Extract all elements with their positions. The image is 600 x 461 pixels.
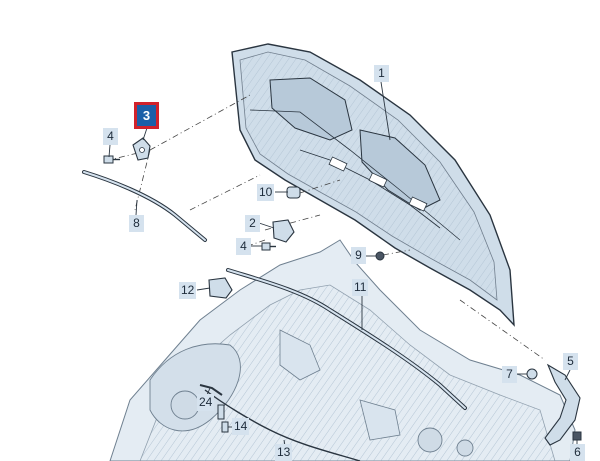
callout-part-13[interactable]: 13 bbox=[275, 444, 293, 461]
callout-part-14[interactable]: 14 bbox=[232, 418, 250, 435]
assembly-lines bbox=[104, 94, 546, 361]
hinge-mount[interactable] bbox=[272, 219, 295, 243]
callout-part-6[interactable]: 6 bbox=[570, 444, 585, 461]
hood-lock[interactable] bbox=[208, 277, 233, 299]
hinge-bracket[interactable] bbox=[132, 137, 151, 161]
callout-part-12[interactable]: 12 bbox=[179, 282, 197, 299]
hinge-arm-right[interactable] bbox=[544, 363, 581, 446]
callout-part-11[interactable]: 11 bbox=[352, 279, 369, 296]
hood-panel[interactable] bbox=[231, 43, 515, 327]
callout-part-9[interactable]: 9 bbox=[351, 247, 366, 264]
callout-part-1[interactable]: 1 bbox=[374, 65, 389, 82]
pin[interactable] bbox=[217, 404, 225, 420]
callout-part-5[interactable]: 5 bbox=[563, 353, 578, 370]
callout-part-3-selected[interactable]: 3 bbox=[134, 102, 159, 129]
callout-part-10[interactable]: 10 bbox=[257, 184, 275, 201]
screw-lower[interactable] bbox=[261, 242, 276, 251]
callout-part-4-upper[interactable]: 4 bbox=[103, 128, 118, 145]
lower-cable[interactable] bbox=[204, 389, 361, 461]
callout-part-2[interactable]: 2 bbox=[245, 215, 260, 232]
callout-part-4-lower[interactable]: 4 bbox=[236, 238, 251, 255]
callout-part-7[interactable]: 7 bbox=[502, 366, 517, 383]
callout-part-24[interactable]: 24 bbox=[197, 394, 215, 411]
seal-strip[interactable] bbox=[82, 170, 207, 242]
latch-rod[interactable] bbox=[199, 384, 223, 396]
clip[interactable] bbox=[526, 368, 538, 380]
bolt[interactable] bbox=[572, 431, 582, 441]
screw-upper[interactable] bbox=[103, 155, 120, 164]
small-screw[interactable] bbox=[221, 421, 229, 433]
nut[interactable] bbox=[375, 251, 385, 261]
rubber-buffer[interactable] bbox=[286, 186, 301, 199]
callout-part-8[interactable]: 8 bbox=[129, 215, 144, 232]
